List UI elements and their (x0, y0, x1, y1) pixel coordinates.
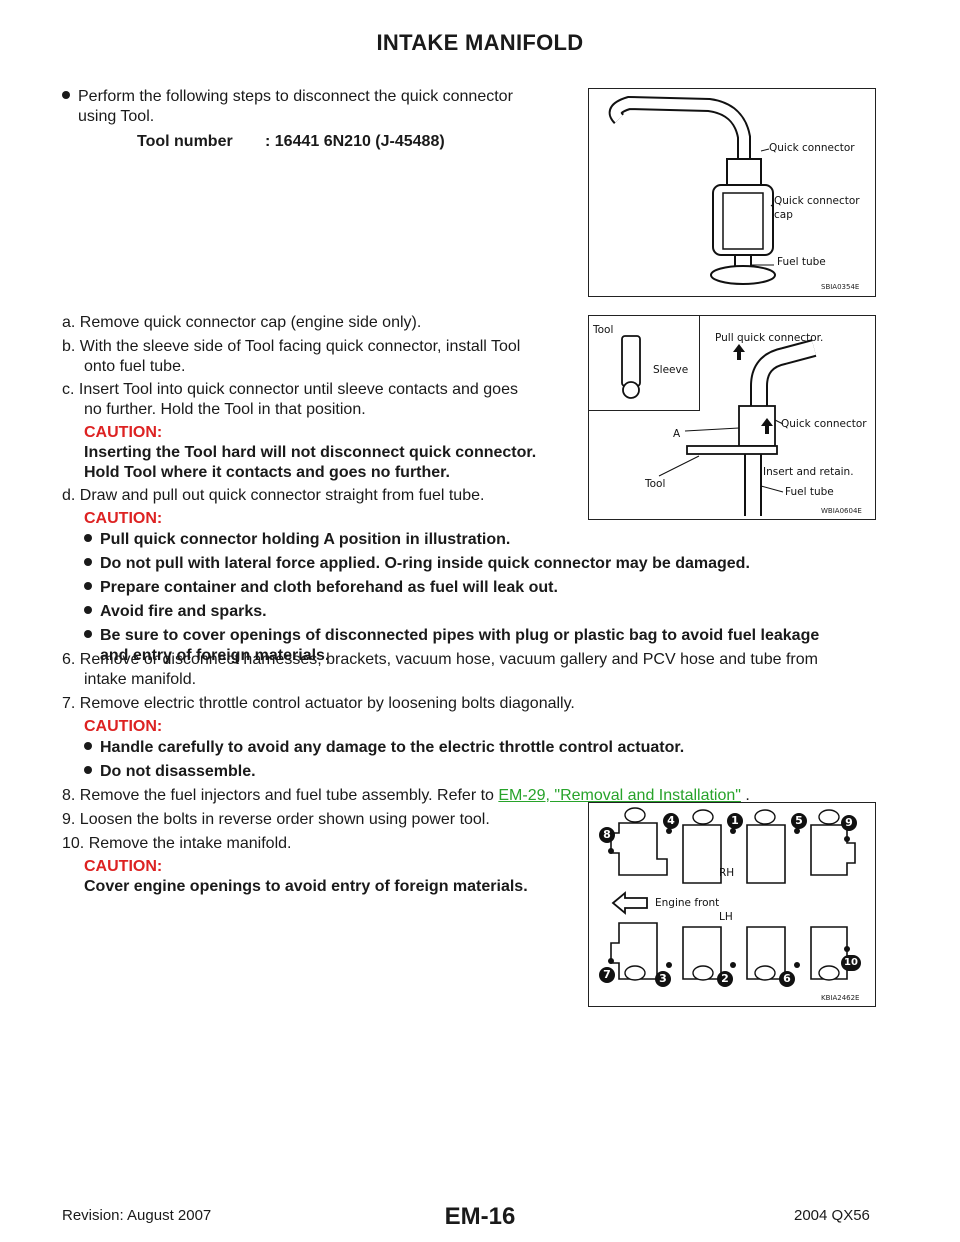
fig3-label-engine-front: Engine front (655, 897, 720, 909)
fig2-label-a: A (673, 428, 681, 440)
caution-d-bullet-4: Avoid fire and sparks. (84, 602, 267, 622)
step-c-1: c. Insert Tool into quick connector unti… (62, 381, 518, 398)
fig3-label-lh: LH (719, 911, 733, 923)
fig1-label-quick-connector: Quick connector (769, 142, 855, 154)
bolt-number-7: 7 (599, 967, 615, 983)
bolt-number-1: 1 (727, 813, 743, 829)
step-6-2: intake manifold. (84, 671, 197, 688)
intro-bullet: Perform the following steps to disconnec… (62, 87, 513, 107)
figure-quick-connector: Quick connector Quick connector cap Fuel… (588, 88, 876, 297)
footer-model: 2004 QX56 (794, 1207, 870, 1224)
bolt-number-3: 3 (655, 971, 671, 987)
fig2-label-tool-2: Tool (645, 478, 666, 490)
caution-d-bullet-3: Prepare container and cloth beforehand a… (84, 578, 558, 598)
bullet-icon (84, 606, 92, 614)
caution-d-bullet-text: Pull quick connector holding A position … (100, 531, 511, 548)
step-7: 7. Remove electric throttle control actu… (62, 695, 575, 712)
quick-connector-illustration (608, 95, 776, 285)
bullet-icon (62, 91, 70, 99)
intro-text-2: using Tool. (78, 108, 155, 125)
caution-7-bullet-text: Do not disassemble. (100, 763, 256, 780)
fig2-label-fuel-tube: Fuel tube (785, 486, 834, 498)
fig2-label-insert: Insert and retain. (763, 466, 854, 478)
step-b-1: b. With the sleeve side of Tool facing q… (62, 338, 521, 355)
fig1-label-cap-2: cap (774, 209, 793, 221)
inset-tool-box (589, 316, 700, 411)
caution-c-2: Hold Tool where it contacts and goes no … (84, 464, 450, 481)
caution-c-1: Inserting the Tool hard will not disconn… (84, 444, 537, 461)
caution-d: CAUTION: (84, 510, 163, 527)
step-d: d. Draw and pull out quick connector str… (62, 487, 485, 504)
step-9: 9. Loosen the bolts in reverse order sho… (62, 811, 490, 828)
bolt-order-illustration (608, 807, 856, 981)
step-6-1: 6. Remove or disconnect harnesses, brack… (62, 651, 818, 668)
caution-d-bullet-5-cont: and entry of foreign materials. (100, 647, 330, 664)
caution-d-bullet-text: Avoid fire and sparks. (100, 603, 267, 620)
reference-link[interactable]: EM-29, "Removal and Installation" (498, 787, 741, 804)
bolt-number-6: 6 (779, 971, 795, 987)
bullet-icon (84, 558, 92, 566)
bolt-number-10: 10 (841, 955, 861, 971)
fig2-label-sleeve: Sleeve (653, 364, 689, 376)
page-number: EM-16 (444, 1203, 516, 1230)
bolt-number-4: 4 (663, 813, 679, 829)
fig2-label-tool: Tool (593, 324, 614, 336)
tool-value: : 16441 6N210 (J-45488) (265, 133, 445, 150)
step-8: 8. Remove the fuel injectors and fuel tu… (62, 786, 750, 806)
step-b-2: onto fuel tube. (84, 358, 186, 375)
caution-10: CAUTION: (84, 858, 163, 875)
caution-7-bullet-2: Do not disassemble. (84, 762, 256, 782)
bolt-number-9: 9 (841, 815, 857, 831)
caution-10-text: Cover engine openings to avoid entry of … (84, 878, 528, 895)
caution-7: CAUTION: (84, 718, 163, 735)
bullet-icon (84, 582, 92, 590)
caution-d-bullet-text: Prepare container and cloth beforehand a… (100, 579, 558, 596)
fig2-label-quick-connector: Quick connector (781, 418, 867, 430)
fig3-label-rh: RH (719, 867, 735, 879)
bullet-icon (84, 742, 92, 750)
bolt-number-8: 8 (599, 827, 615, 843)
fig1-code: SBIA0354E (821, 283, 860, 291)
fig2-label-pull: Pull quick connector. (715, 332, 824, 344)
figure-bolt-order: RH Engine front LH KBIA2462E 8 4 1 5 9 7… (588, 802, 876, 1007)
caution-d-bullet-text: Be sure to cover openings of disconnecte… (100, 627, 820, 644)
caution-c: CAUTION: (84, 424, 163, 441)
caution-d-bullet-1: Pull quick connector holding A position … (84, 530, 510, 550)
caution-7-bullet-1: Handle carefully to avoid any damage to … (84, 738, 684, 758)
step-8-text: 8. Remove the fuel injectors and fuel tu… (62, 787, 499, 804)
tool-label: Tool number (137, 133, 233, 150)
figure-tool-insert: Tool Sleeve Pull quick connector. Quick … (588, 315, 876, 520)
tool-insert-illustration (621, 335, 817, 516)
bullet-icon (84, 630, 92, 638)
step-8-end: . (740, 787, 750, 804)
bullet-icon (84, 534, 92, 542)
caution-7-bullet-text: Handle carefully to avoid any damage to … (100, 739, 685, 756)
fig1-label-fuel-tube: Fuel tube (777, 256, 826, 268)
step-c-2: no further. Hold the Tool in that positi… (84, 401, 366, 418)
page-title: INTAKE MANIFOLD (376, 30, 584, 55)
fig1-label-cap-1: Quick connector (774, 195, 860, 207)
caution-d-bullet-2: Do not pull with lateral force applied. … (84, 554, 750, 574)
intro-text: Perform the following steps to disconnec… (78, 88, 513, 105)
fig3-code: KBIA2462E (821, 994, 860, 1002)
bolt-number-2: 2 (717, 971, 733, 987)
bolt-number-5: 5 (791, 813, 807, 829)
caution-d-bullet-5: Be sure to cover openings of disconnecte… (84, 626, 819, 646)
bullet-icon (84, 766, 92, 774)
footer-revision: Revision: August 2007 (62, 1207, 212, 1224)
fig2-code: WBIA0604E (821, 507, 862, 515)
caution-d-bullet-text: Do not pull with lateral force applied. … (100, 555, 750, 572)
step-10: 10. Remove the intake manifold. (62, 835, 292, 852)
step-a: a. Remove quick connector cap (engine si… (62, 314, 422, 331)
